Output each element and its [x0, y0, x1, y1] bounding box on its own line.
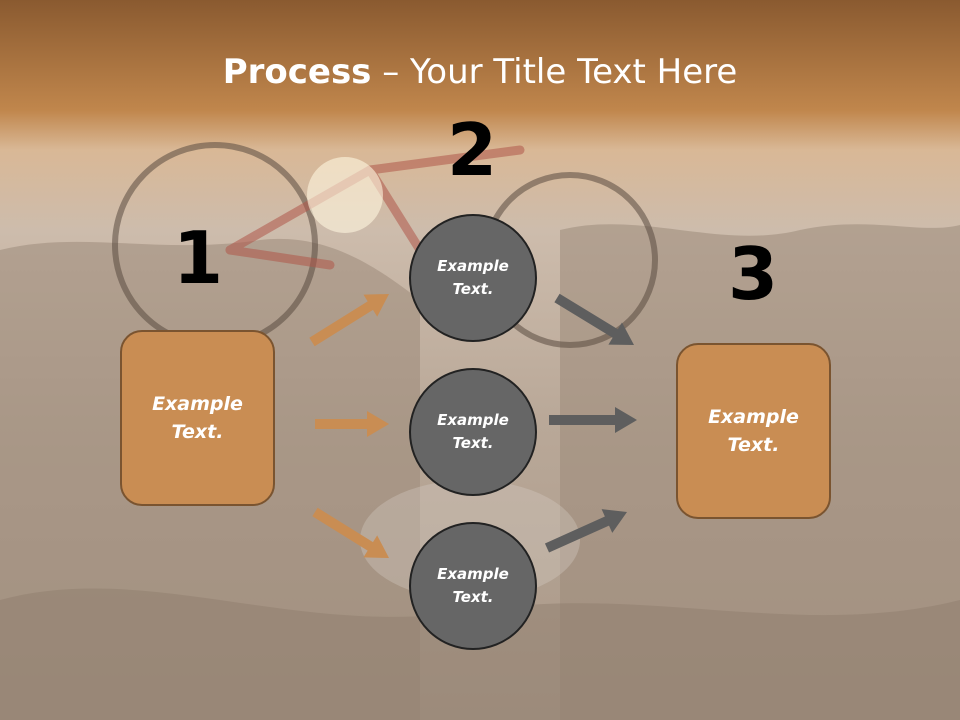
title-rest: – Your Title Text Here: [371, 52, 738, 92]
arrow-circle2-to-box3: [549, 407, 637, 433]
step-number-2: 2: [446, 108, 498, 192]
step-2-circle-2: Example Text.: [409, 368, 537, 496]
step-2-circle-1: Example Text.: [409, 214, 537, 342]
title-bold: Process: [222, 52, 372, 92]
step-3-box: Example Text.: [676, 343, 831, 519]
arrow-box1-to-circle1: [309, 294, 389, 347]
step-3-text: Example Text.: [708, 405, 799, 457]
arrow-circle3-to-box3: [544, 509, 627, 553]
step-1-box: Example Text.: [120, 330, 275, 506]
step-2-circle-3: Example Text.: [409, 522, 537, 650]
arrow-circle1-to-box3: [554, 293, 634, 345]
arrow-box1-to-circle3: [312, 507, 389, 558]
step-1-text: Example Text.: [152, 392, 243, 444]
step-2-circle-2-text: Example Text.: [437, 410, 509, 452]
step-2-circle-1-text: Example Text.: [437, 256, 509, 298]
step-2-circle-3-text: Example Text.: [437, 564, 509, 606]
step-number-1: 1: [172, 216, 224, 300]
step-number-3: 3: [727, 232, 779, 316]
slide-title: Process – Your Title Text Here: [0, 52, 960, 92]
arrow-box1-to-circle2: [315, 411, 389, 437]
